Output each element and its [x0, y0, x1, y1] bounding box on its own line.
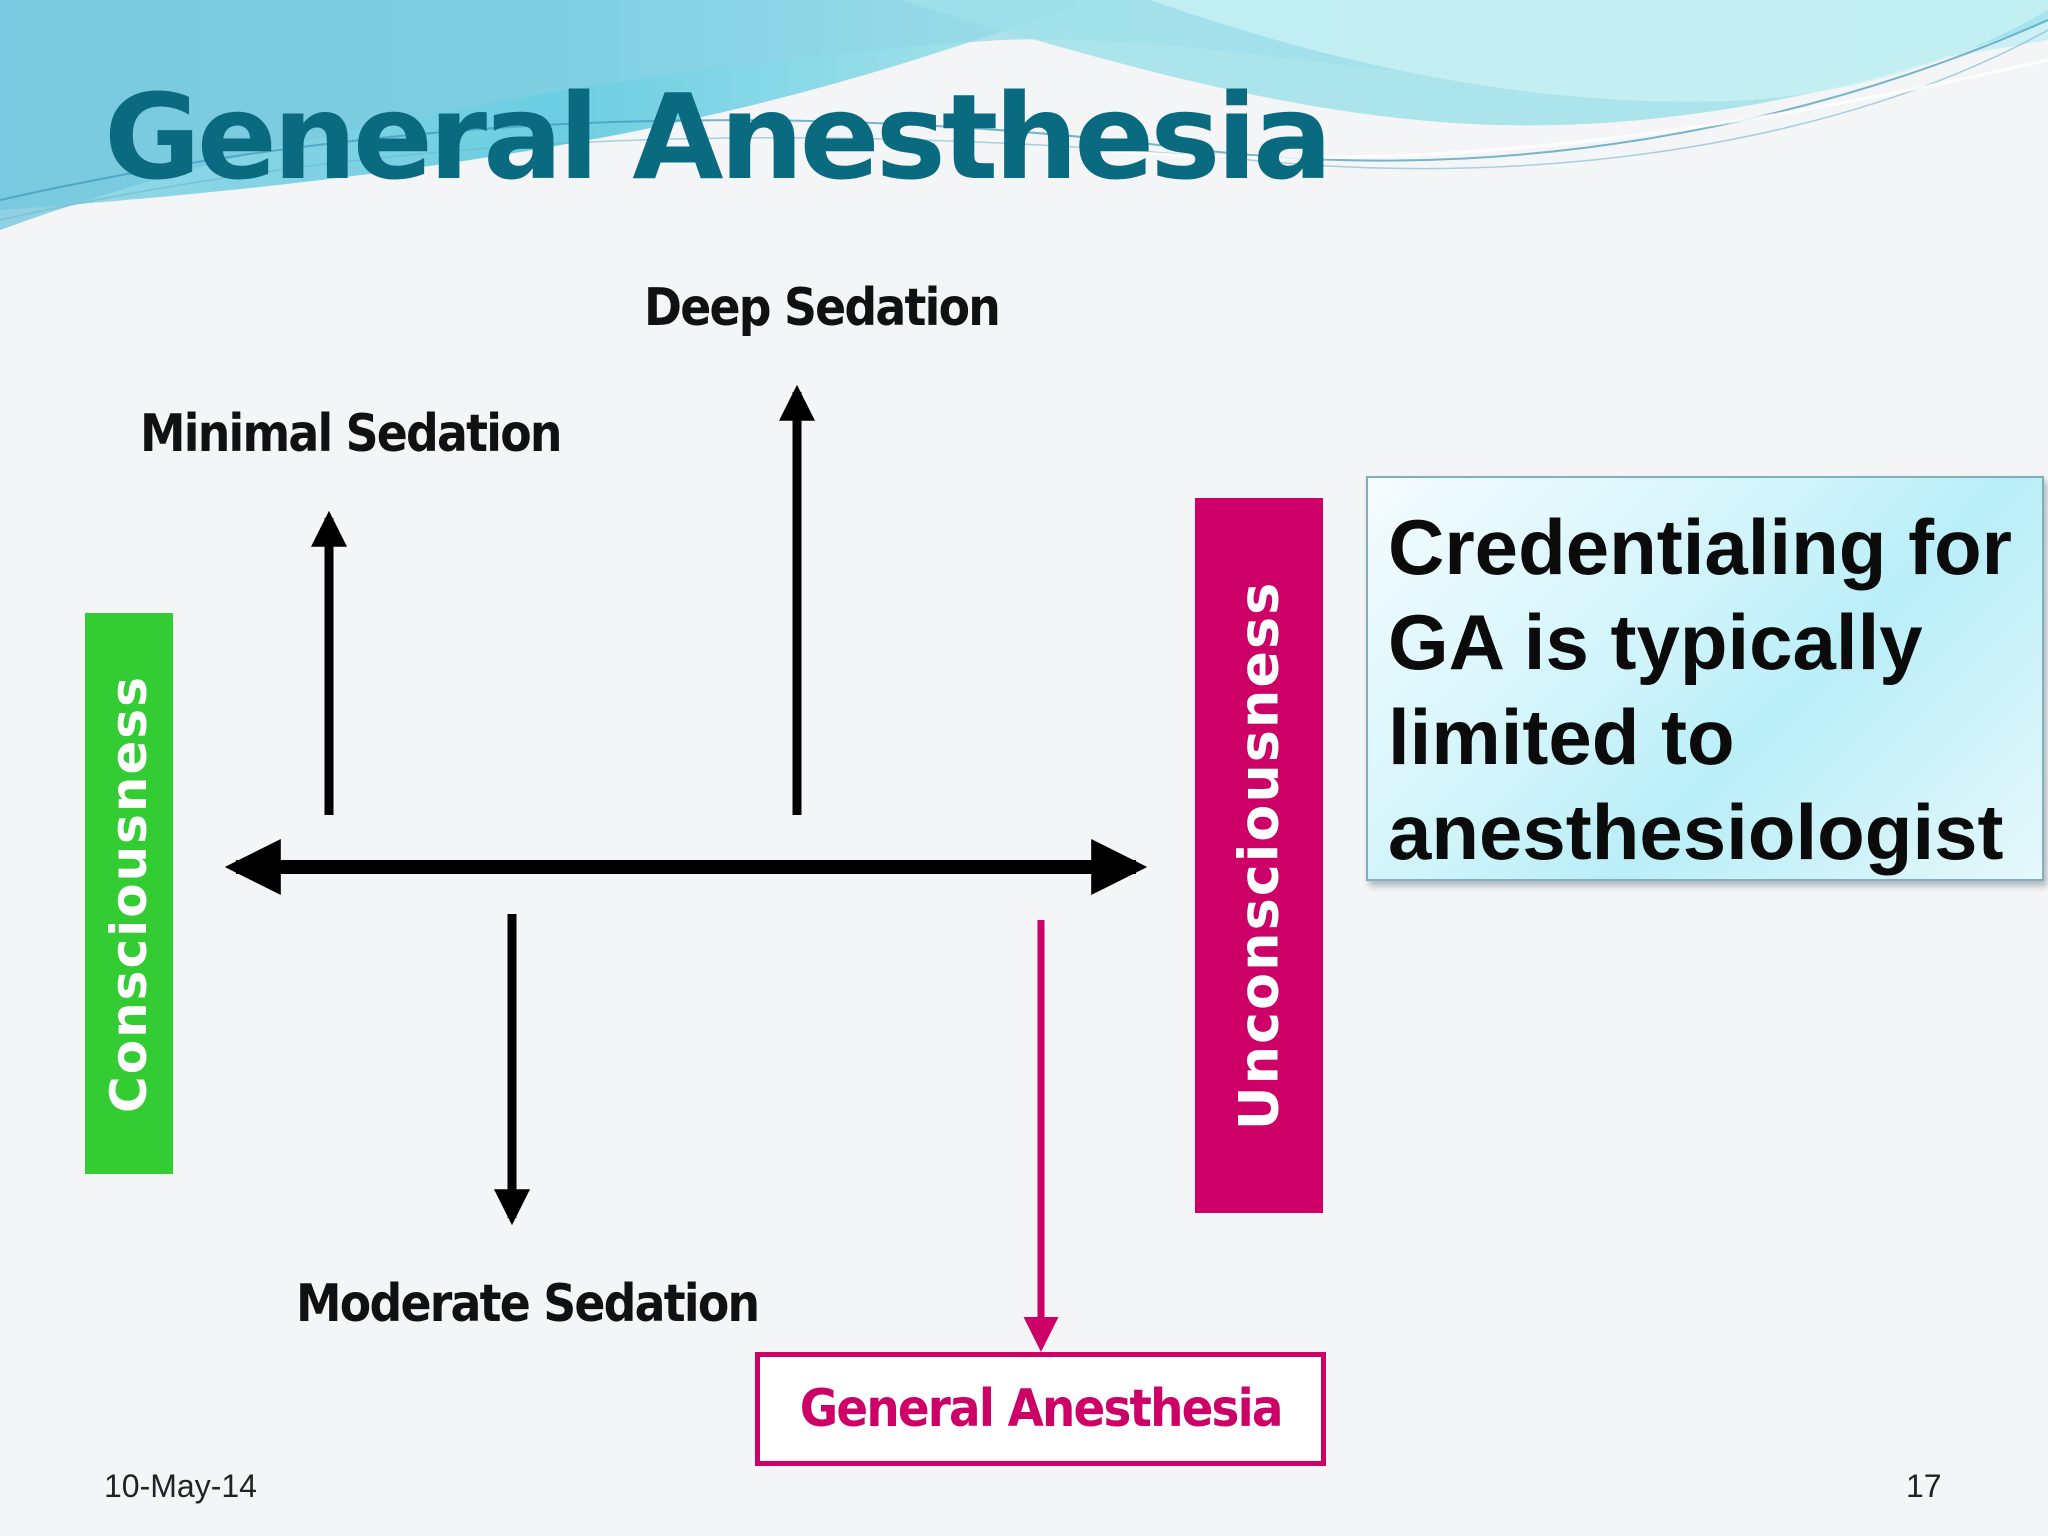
note-line: anesthesiologist	[1388, 788, 2004, 876]
note-line: limited to	[1388, 693, 1735, 781]
note-line: GA is typically	[1388, 598, 1923, 686]
note-line: Credentialing for	[1388, 503, 2013, 591]
unconsciousness-bar: Unconsciousness	[1195, 498, 1323, 1213]
consciousness-bar: Consciousness	[85, 613, 173, 1174]
deep-sedation-label: Deep Sedation	[644, 278, 1001, 338]
unconsciousness-label: Unconsciousness	[1227, 580, 1291, 1131]
moderate-sedation-label: Moderate Sedation	[296, 1274, 760, 1334]
general-anesthesia-label: General Anesthesia	[799, 1379, 1284, 1439]
slide-number: 17	[1906, 1468, 1942, 1504]
minimal-sedation-label: Minimal Sedation	[140, 404, 562, 464]
credentialing-note-box: Credentialing for GA is typically limite…	[1366, 476, 2044, 881]
slide-date: 10-May-14	[104, 1468, 257, 1504]
consciousness-label: Consciousness	[100, 674, 159, 1113]
slide-title: General Anesthesia	[104, 68, 1333, 206]
general-anesthesia-box: General Anesthesia	[755, 1352, 1326, 1466]
